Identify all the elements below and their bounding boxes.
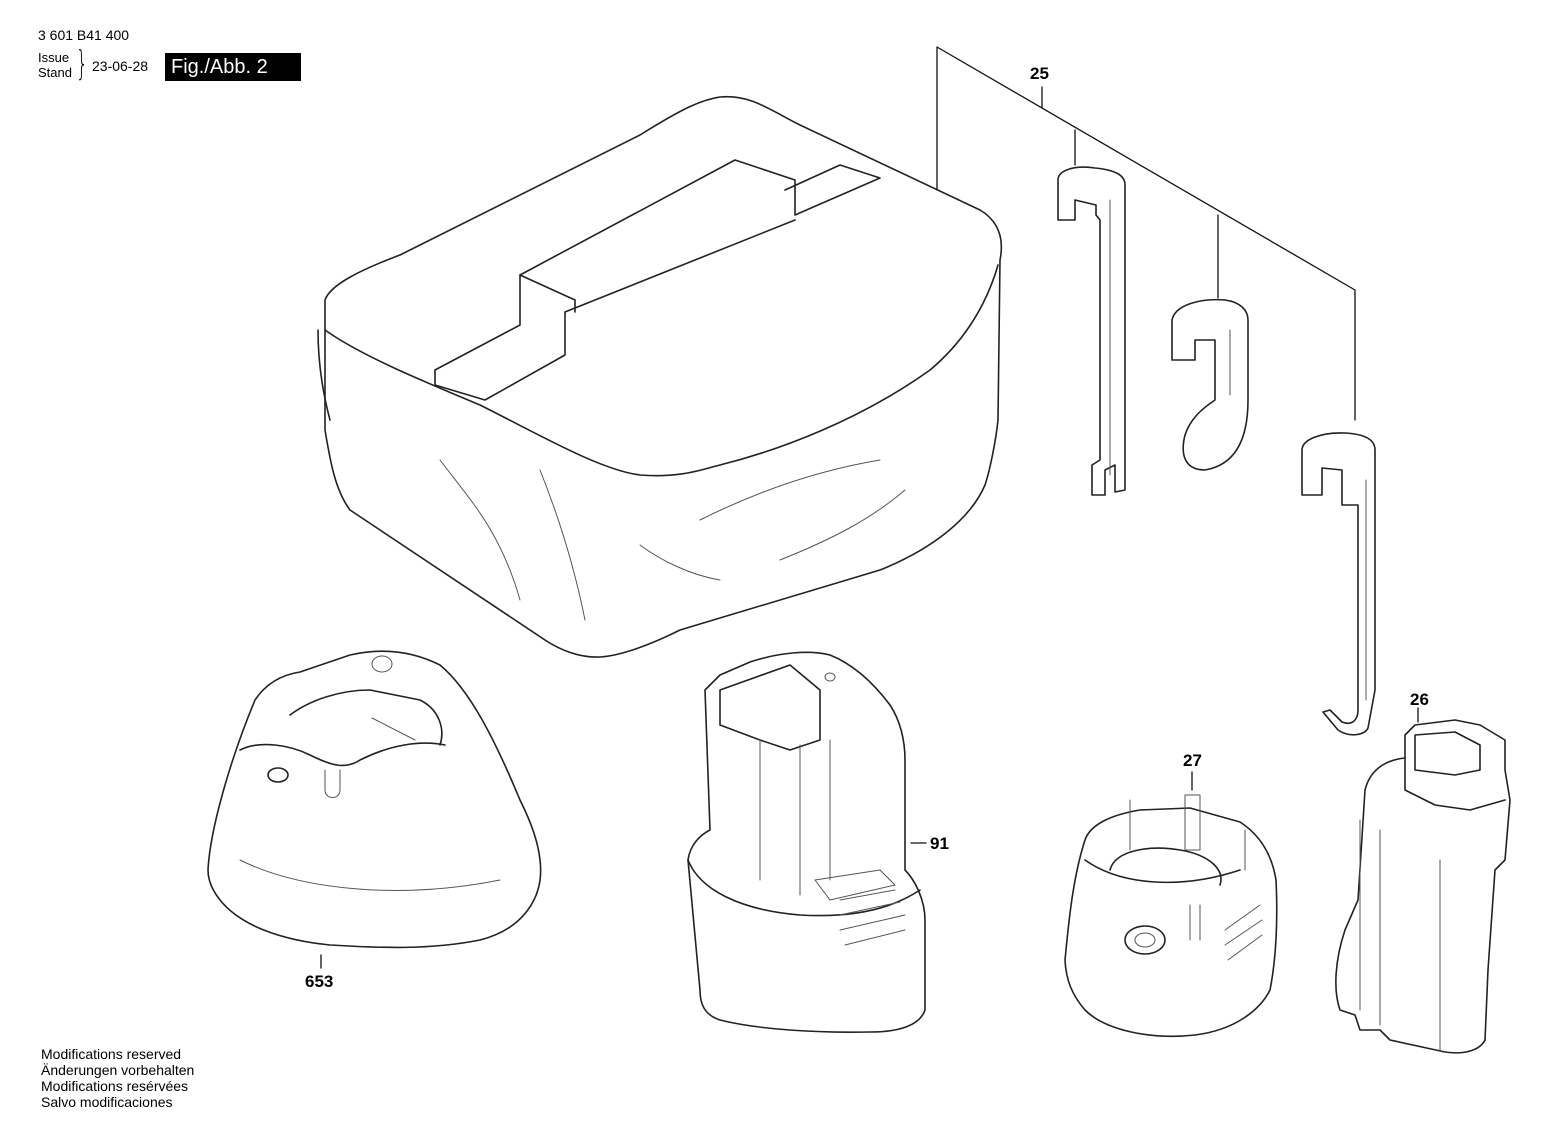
battery-cap [1064,771,1278,1038]
battery-cover [1335,707,1511,1054]
issue-label-de: Stand [38,65,72,80]
note-de: Änderungen vorbehalten [41,1062,195,1078]
brace-glyph: } [76,44,88,84]
issue-date: 23-06-28 [92,58,149,74]
issue-label: Issue Stand [38,50,72,80]
hanger-clip-long [1057,166,1126,496]
callout-27: 27 [1183,751,1202,770]
carrying-bag [317,95,1003,658]
hanger-hook [1301,432,1376,736]
callout-91: 91 [930,834,949,853]
note-es: Salvo modificaciones [41,1094,173,1110]
callout-26: 26 [1410,690,1429,709]
callout-653: 653 [305,972,334,991]
issue-label-en: Issue [38,50,70,65]
modification-notes: Modifications reserved Änderungen vorbeh… [41,1046,194,1110]
note-fr: Modifications resérvées [41,1078,189,1094]
hanger-leader-lines [936,46,1356,421]
battery-pack [687,651,926,1033]
figure-tag: Fig./Abb. 2 [165,53,301,81]
note-en: Modifications reserved [41,1046,182,1062]
document-number: 3 601 B41 400 [38,27,130,43]
callout-25: 25 [1030,64,1049,83]
hanger-clip-short [1171,298,1249,471]
charger [207,650,542,949]
